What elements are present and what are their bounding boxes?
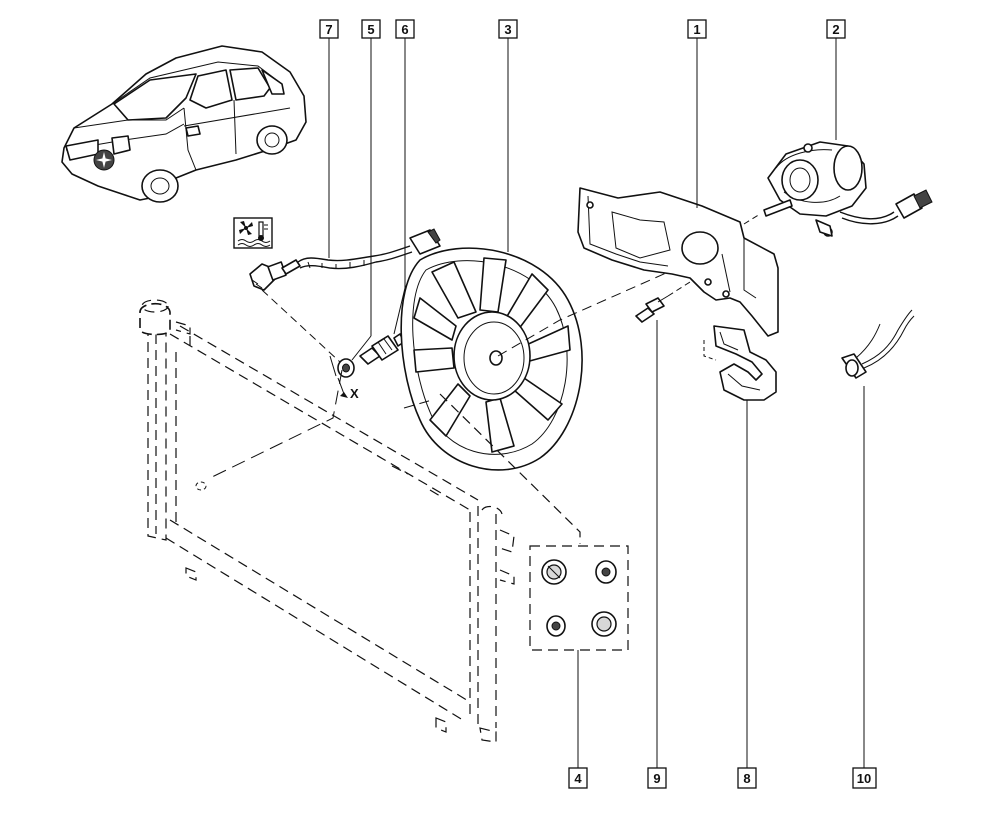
part-4-grommet-kit (439, 393, 629, 768)
svg-text:4: 4 (574, 771, 582, 786)
part-2-fan-motor (763, 38, 933, 237)
part-1-bracket (577, 38, 779, 337)
callout-2: 2 (826, 19, 846, 39)
svg-text:5: 5 (367, 22, 374, 37)
svg-text:7: 7 (325, 22, 332, 37)
measurement-x-marker: X (329, 355, 359, 401)
vehicle-illustration (61, 45, 307, 203)
radiator (139, 299, 515, 743)
callout-5: 5 (361, 19, 381, 39)
svg-text:8: 8 (743, 771, 750, 786)
callout-10: 10 (852, 767, 877, 789)
svg-text:3: 3 (504, 22, 511, 37)
callout-1: 1 (687, 19, 707, 39)
part-7-sensor-cable (249, 38, 441, 291)
part-10-grommet (841, 309, 915, 768)
callout-9: 9 (647, 767, 667, 789)
callout-7: 7 (319, 19, 339, 39)
callout-4: 4 (568, 767, 588, 789)
svg-text:2: 2 (832, 22, 839, 37)
callout-6: 6 (395, 19, 415, 39)
part-5-seal (337, 38, 372, 378)
svg-text:1: 1 (693, 22, 700, 37)
svg-text:10: 10 (857, 771, 871, 786)
callout-3: 3 (498, 19, 518, 39)
svg-text:9: 9 (653, 771, 660, 786)
callout-8: 8 (737, 767, 757, 789)
x-dimension-label: X (350, 386, 359, 401)
svg-text:6: 6 (401, 22, 408, 37)
part-9-bolt (635, 281, 691, 768)
part-3-fan (400, 38, 701, 471)
fan-temperature-icon (233, 217, 273, 249)
part-6-thermal-switch (359, 38, 406, 365)
part-8-clip (703, 325, 777, 768)
